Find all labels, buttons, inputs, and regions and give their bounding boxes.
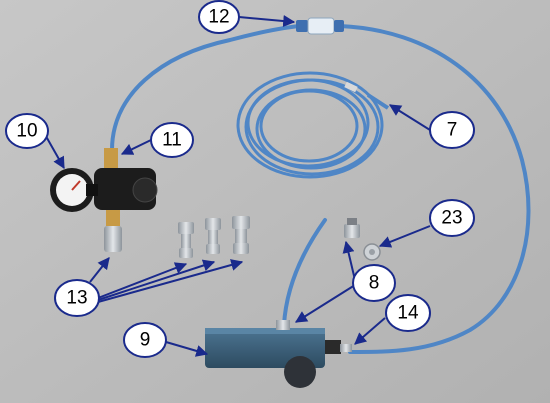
brass-fitting	[104, 148, 118, 170]
arrow-8a	[342, 240, 356, 281]
block-fitting-side	[325, 340, 341, 354]
callout-arrows	[42, 15, 431, 357]
callout-10: 10	[5, 113, 49, 149]
regulator-knob	[132, 177, 158, 203]
coil-clip	[344, 81, 358, 93]
arrow-7	[388, 104, 431, 131]
venturi-block	[205, 320, 352, 388]
callout-11: 11	[150, 122, 194, 158]
callout-9-label: 9	[140, 330, 151, 351]
callouts: 12 10 11 7 23 8 14 9	[5, 0, 475, 358]
callout-13-label: 13	[66, 288, 87, 309]
plug-3	[232, 216, 250, 254]
callout-14-label: 14	[397, 303, 419, 324]
inline-filter	[296, 17, 344, 35]
arrow-14	[354, 317, 386, 345]
arrow-11	[120, 139, 152, 155]
suction-cup	[284, 356, 316, 388]
callout-9: 9	[123, 322, 167, 358]
air-tubing	[110, 24, 531, 354]
plug-2	[205, 218, 221, 254]
gauge-needle	[71, 180, 81, 191]
block-fitting-top	[276, 320, 290, 330]
coiled-tubing	[236, 71, 390, 179]
tube-venturi-short	[282, 218, 327, 327]
tube-filter-to-venturi	[338, 24, 531, 354]
arrow-8b	[294, 284, 356, 323]
plug-1	[178, 222, 194, 258]
tube-regulator-to-filter	[110, 24, 302, 152]
callout-7-label: 7	[447, 120, 458, 141]
arrow-12	[238, 15, 296, 27]
arrow-13c	[97, 259, 216, 301]
arrow-9	[165, 341, 209, 357]
callout-13: 13	[54, 279, 100, 317]
arrow-13d	[97, 259, 244, 303]
pressure-regulator	[50, 148, 158, 252]
arrow-13b	[97, 262, 188, 299]
callout-14: 14	[385, 294, 431, 332]
callout-23: 23	[429, 199, 475, 237]
arrow-23	[378, 225, 431, 248]
push-fitting	[344, 218, 360, 238]
callout-12-label: 12	[208, 7, 229, 28]
callout-12: 12	[198, 0, 240, 34]
callout-8-label: 8	[369, 273, 380, 294]
callout-23-label: 23	[441, 208, 462, 229]
quick-connect-plugs	[178, 216, 250, 258]
callout-8: 8	[352, 264, 396, 302]
callout-10-label: 10	[16, 121, 37, 142]
callout-7: 7	[429, 111, 475, 149]
regulator-plug	[104, 226, 122, 252]
arrow-13a	[89, 257, 110, 283]
callout-11-label: 11	[162, 130, 182, 151]
